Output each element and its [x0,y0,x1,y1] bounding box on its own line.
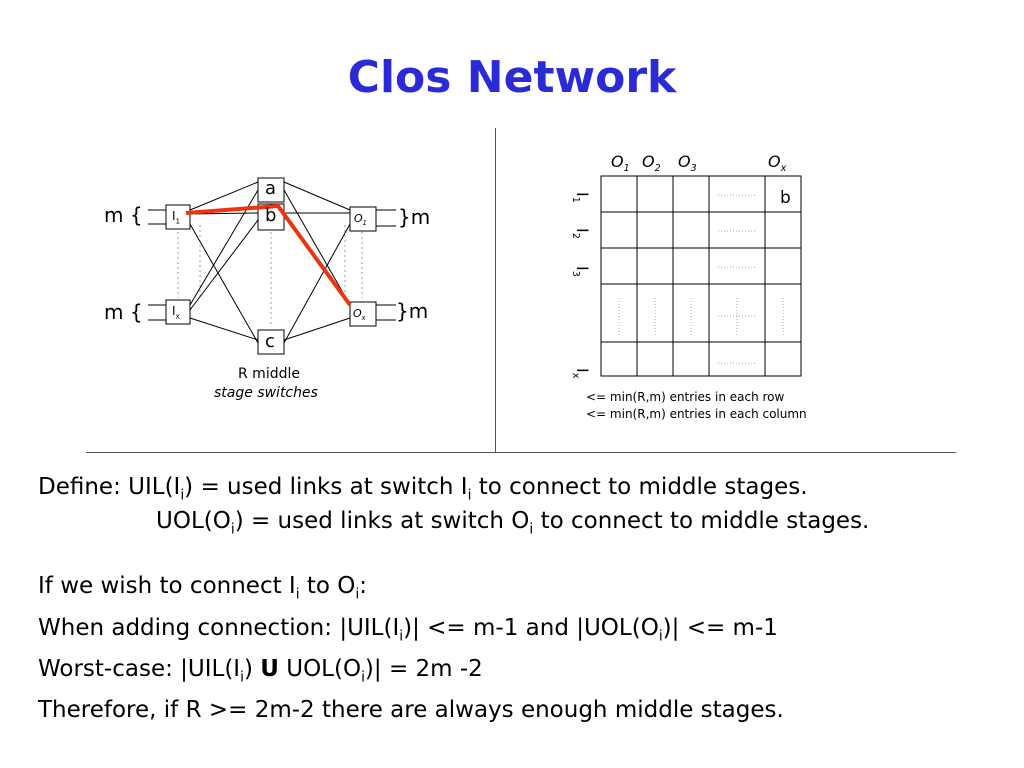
brace-m-bottom: m { [104,300,143,324]
middle-switch-a [257,177,285,203]
output-switch-x-label: Ox [353,307,366,323]
matrix-entry-b: b [780,188,791,208]
row-header-i2: I2 [569,228,592,239]
output-switch-1 [349,206,377,232]
col-header-o1: O1 [611,152,630,175]
note-column: <= min(R,m) entries in each column [586,407,807,421]
wish-line: If we wish to connect Ii to Oi: [38,573,367,603]
row-header-i3: I3 [569,266,592,277]
middle-switch-a-label: a [265,178,277,199]
input-switch-x [165,299,191,325]
define-uol-line: UOL(Oi) = used links at switch Oi to con… [156,508,870,538]
worst-case-line: Worst-case: |UIL(Ii) U UOL(Oi)| = 2m -2 [38,656,483,686]
row-header-ix: Ix [569,368,592,379]
brace-m-right-top: }m [398,205,431,229]
define-uil-line: Define: UIL(Ii) = used links at switch I… [38,474,808,504]
adding-line: When adding connection: |UIL(Ii)| <= m-1… [38,615,778,645]
col-header-ox: Ox [768,152,787,175]
caption-line-1: R middle [238,366,300,382]
middle-switch-c [257,329,285,355]
connection-matrix [600,175,802,377]
input-switch-1-label: I1 [172,209,181,226]
brace-m-right-bottom: }m [396,299,429,323]
row-header-i1: I1 [569,192,592,203]
brace-m-top: m { [104,203,143,227]
input-switch-x-label: Ix [172,304,180,321]
input-switch-1 [165,204,191,230]
caption-line-2: stage switches [214,385,318,401]
output-switch-x [349,301,377,327]
vertical-divider [495,128,496,452]
col-header-o2: O2 [642,152,661,175]
output-switch-1-label: O1 [354,212,367,228]
middle-switch-b-label: b [265,205,277,226]
highlighted-path [185,203,352,307]
col-header-o3: O3 [678,152,697,175]
slide-title: Clos Network [347,52,677,103]
middle-switch-c-label: c [265,331,275,352]
therefore-line: Therefore, if R >= 2m-2 there are always… [38,697,784,723]
horizontal-divider [86,452,956,453]
note-row: <= min(R,m) entries in each row [586,390,785,404]
